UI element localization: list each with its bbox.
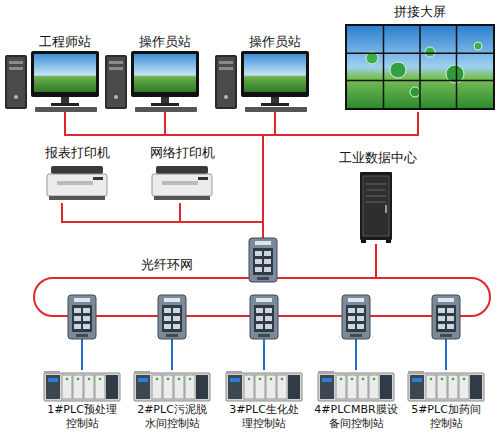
ring-switch	[342, 295, 370, 339]
ring-outline-layer	[33, 277, 491, 317]
wall-seam	[419, 26, 421, 108]
wall-sphere	[474, 42, 482, 50]
ring-switch	[158, 295, 186, 339]
network-label: 光纤环网	[141, 257, 193, 273]
plc-station: 3#PLC生化处 理控制站	[220, 370, 308, 440]
node-label: 5#PLC加药间 控制站	[402, 403, 490, 431]
network-cable	[263, 112, 418, 277]
node-label: 报表打印机	[35, 145, 120, 161]
network-cable	[81, 317, 83, 370]
core-switch	[249, 238, 277, 282]
rack-foot	[361, 240, 366, 243]
plc-unit	[318, 371, 394, 401]
ring-switch	[68, 295, 96, 339]
node-label: 操作员站	[105, 34, 215, 50]
connector-group	[62, 112, 446, 370]
network-cable	[165, 112, 263, 277]
plc-station: 4#PLCMBR膜设 备间控制站	[312, 370, 400, 440]
workstation: 操作员站	[105, 34, 215, 112]
node-label: 4#PLCMBR膜设 备间控制站	[312, 403, 400, 431]
network-cable	[355, 317, 357, 370]
wall-seam	[347, 80, 493, 82]
ring-switch	[432, 295, 460, 339]
wall-seam	[383, 26, 385, 108]
wall-sphere	[390, 62, 406, 78]
wall-sphere	[410, 87, 420, 97]
node-label: 1#PLC预处理 控制站	[38, 403, 126, 431]
video-wall-frame	[345, 24, 495, 110]
plc-station: 5#PLC加药间 控制站	[402, 370, 490, 440]
plc-station: 1#PLC预处理 控制站	[38, 370, 126, 440]
rack-vent	[366, 202, 386, 203]
operator-computer	[105, 51, 199, 112]
node-label: 2#PLC污泥脱 水间控制站	[128, 403, 216, 431]
plc-unit	[408, 371, 484, 401]
operator-computer	[215, 51, 309, 112]
fiber-ring-outline	[34, 278, 490, 316]
rack-foot	[386, 240, 391, 243]
rack-cabinet	[360, 172, 392, 240]
rack-door	[363, 176, 389, 236]
node-label: 工业数据中心	[330, 150, 425, 166]
network-cable	[62, 203, 263, 277]
rack-vent	[366, 190, 386, 191]
node-label: 网络打印机	[135, 145, 230, 161]
wall-sphere	[425, 47, 435, 57]
engineer-computer	[5, 51, 99, 112]
plc-unit	[226, 371, 302, 401]
rack-vent	[366, 196, 386, 197]
network-cable	[375, 244, 377, 277]
network-cable	[171, 317, 173, 370]
network-printer	[152, 166, 212, 200]
node-label: 3#PLC生化处 理控制站	[220, 403, 308, 431]
data-center-node: 工业数据中心	[330, 150, 425, 244]
fiber-ring: 光纤环网	[33, 277, 491, 317]
network-cable	[263, 112, 275, 277]
network-cable	[445, 317, 447, 370]
plc-unit	[134, 371, 210, 401]
node-label: 拼接大屏	[343, 4, 497, 20]
workstation: 工程师站	[5, 34, 115, 112]
video-wall-node: 拼接大屏	[343, 4, 497, 112]
node-label: 工程师站	[5, 34, 115, 50]
node-label: 操作员站	[215, 34, 325, 50]
wall-seam	[456, 26, 458, 108]
wall-seam	[347, 53, 493, 55]
server-rack	[360, 172, 392, 243]
report-printer	[47, 166, 107, 200]
ring-switch	[250, 295, 278, 339]
rack-handle	[385, 205, 387, 213]
printer-node: 网络打印机	[135, 145, 230, 203]
plc-station: 2#PLC污泥脱 水间控制站	[128, 370, 216, 440]
rack-vent	[366, 184, 386, 185]
network-cable	[263, 317, 265, 370]
workstation: 操作员站	[215, 34, 325, 112]
plc-unit	[44, 371, 120, 401]
printer-node: 报表打印机	[35, 145, 120, 203]
network-cable	[65, 112, 263, 277]
video-wall-screen	[347, 26, 493, 108]
video-wall	[345, 24, 495, 110]
